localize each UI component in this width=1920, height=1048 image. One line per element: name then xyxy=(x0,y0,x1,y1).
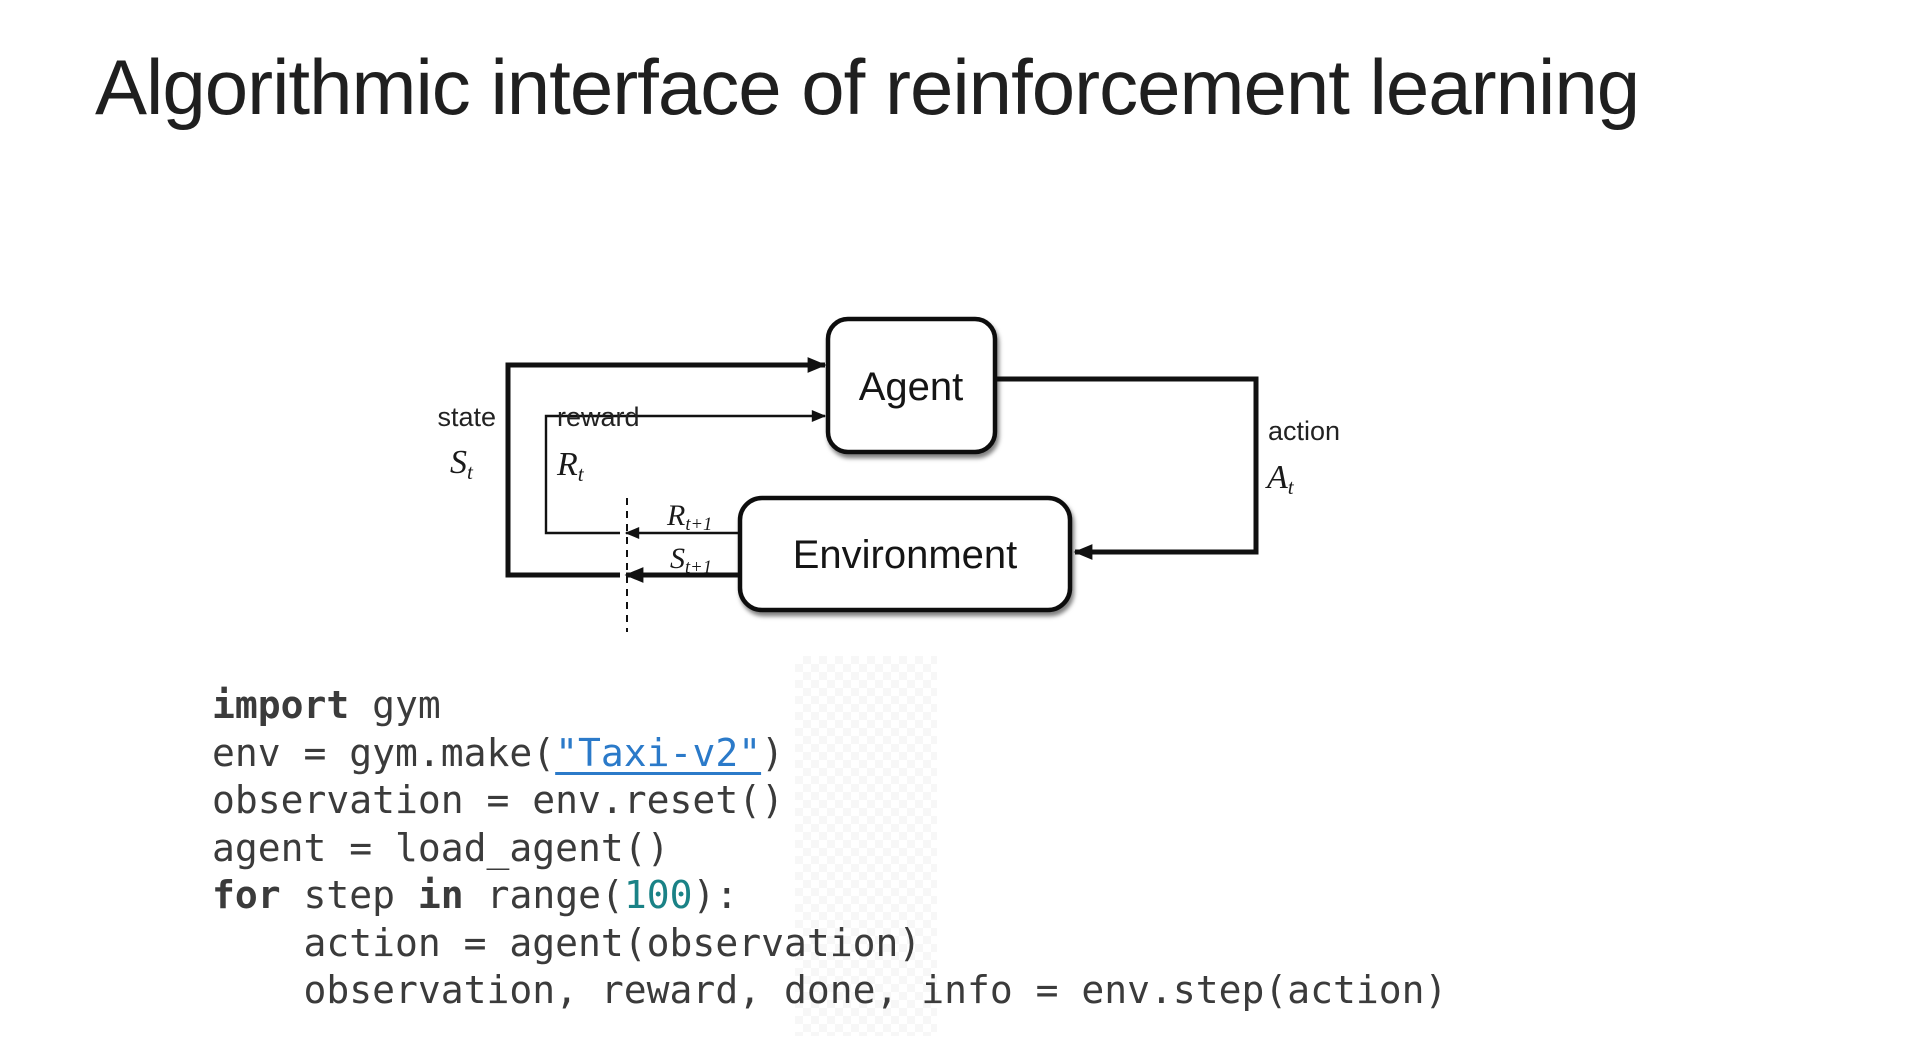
code-text: observation = env.reset() xyxy=(212,778,784,822)
agent-box xyxy=(825,316,998,455)
code-text: range( xyxy=(463,873,624,917)
code-line: observation, reward, done, info = env.st… xyxy=(212,967,1448,1015)
transparency-checker-texture xyxy=(795,656,937,1036)
reward-symbol: Rt xyxy=(556,446,585,486)
code-text: agent = load_agent() xyxy=(212,825,670,870)
code-line: for step in range(100): xyxy=(212,872,1447,920)
environment-box xyxy=(737,495,1073,613)
next-state-symbol: St+1 xyxy=(670,542,712,578)
code-line: action = agent(observation) xyxy=(212,920,1447,968)
code-link-taxi-v2[interactable]: "Taxi-v2" xyxy=(555,730,762,775)
code-text: 100 xyxy=(623,873,693,917)
state-label: state xyxy=(437,402,496,432)
code-text: ) xyxy=(761,730,784,775)
code-text: gym xyxy=(349,683,441,727)
slide-title: Algorithmic interface of reinforcement l… xyxy=(95,43,1640,131)
agent-label: Agent xyxy=(859,365,964,409)
reward-arrow xyxy=(544,410,827,535)
code-text: env = gym.make( xyxy=(212,730,556,775)
code-text: ): xyxy=(692,873,739,917)
code-line: env = gym.make("Taxi-v2") xyxy=(212,730,1447,778)
code-text: import xyxy=(212,683,350,727)
reward-label: reward xyxy=(557,402,640,432)
environment-label: Environment xyxy=(793,533,1018,577)
action-symbol: At xyxy=(1265,459,1295,499)
code-text: action = agent(observation) xyxy=(212,920,922,965)
code-text: step xyxy=(280,873,418,917)
code-text: observation, reward, done, info = env.st… xyxy=(212,968,1448,1012)
code-line: import gym xyxy=(212,682,1447,730)
code-line: observation = env.reset() xyxy=(212,777,1447,825)
code-line: agent = load_agent() xyxy=(212,825,1447,873)
code-text: for xyxy=(212,873,281,917)
rl-loop-diagram: Agent Environment state reward action St… xyxy=(437,316,1340,632)
state-arrow xyxy=(505,357,827,578)
action-arrow xyxy=(995,376,1259,560)
code-text: in xyxy=(417,873,464,917)
state-symbol: St xyxy=(450,444,474,484)
next-reward-symbol: Rt+1 xyxy=(666,499,712,535)
action-label: action xyxy=(1268,416,1340,446)
